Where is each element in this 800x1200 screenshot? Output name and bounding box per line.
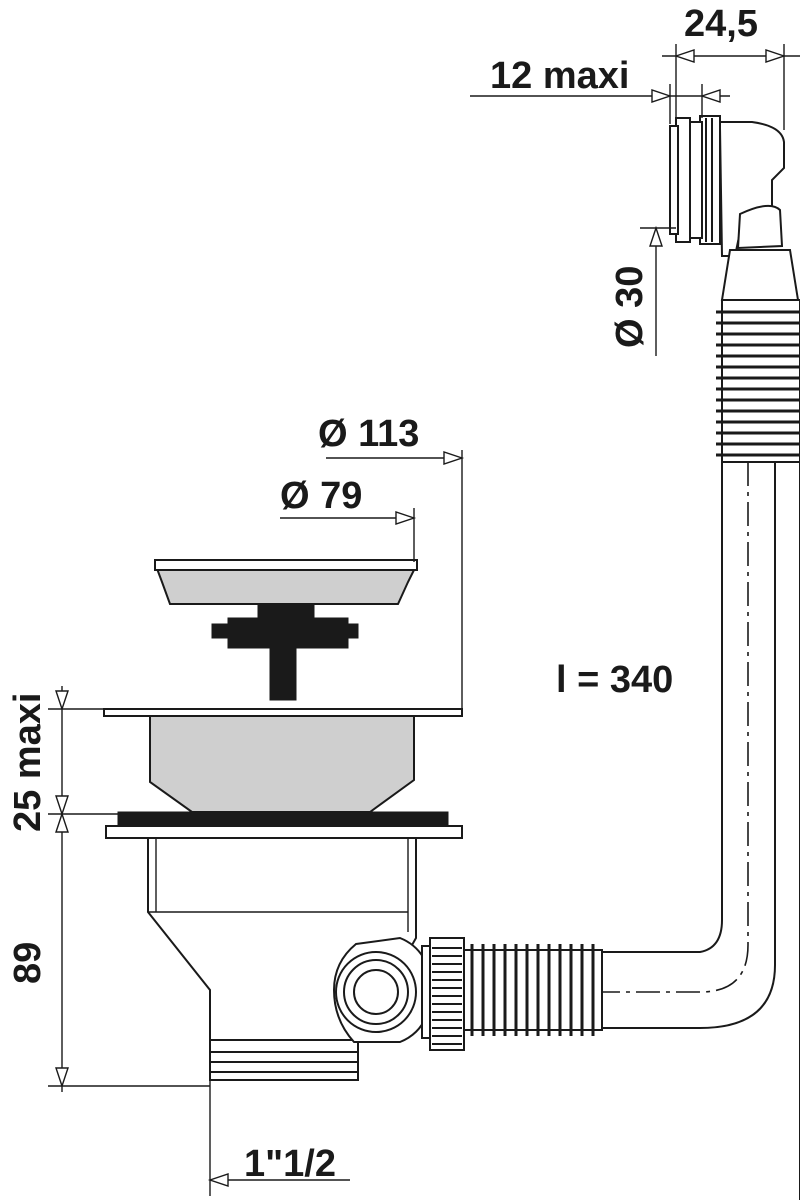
overflow-hose-corrugated [716, 299, 800, 463]
dim-overflow-diameter: Ø 30 [609, 266, 651, 348]
dim-strainer-outer-diameter: Ø 113 [318, 413, 419, 455]
dim-hose-length: l = 340 [556, 659, 673, 701]
strainer-plug [154, 559, 418, 701]
overflow-head [669, 115, 800, 301]
dim-outlet-thread: 1"1/2 [244, 1143, 336, 1185]
sink-flange [103, 708, 463, 839]
dim-overflow-width: 24,5 [684, 3, 758, 45]
dim-basket-diameter: Ø 79 [280, 475, 362, 517]
dimension-lines [48, 44, 800, 1196]
dim-wall-thickness: 12 maxi [490, 55, 629, 97]
overflow-connector [332, 936, 465, 1051]
dim-body-height: 89 [7, 942, 49, 984]
horizontal-hose-corrugated [461, 944, 603, 1036]
dim-flange-height: 25 maxi [7, 693, 49, 832]
overflow-hose-smooth [600, 462, 800, 1200]
